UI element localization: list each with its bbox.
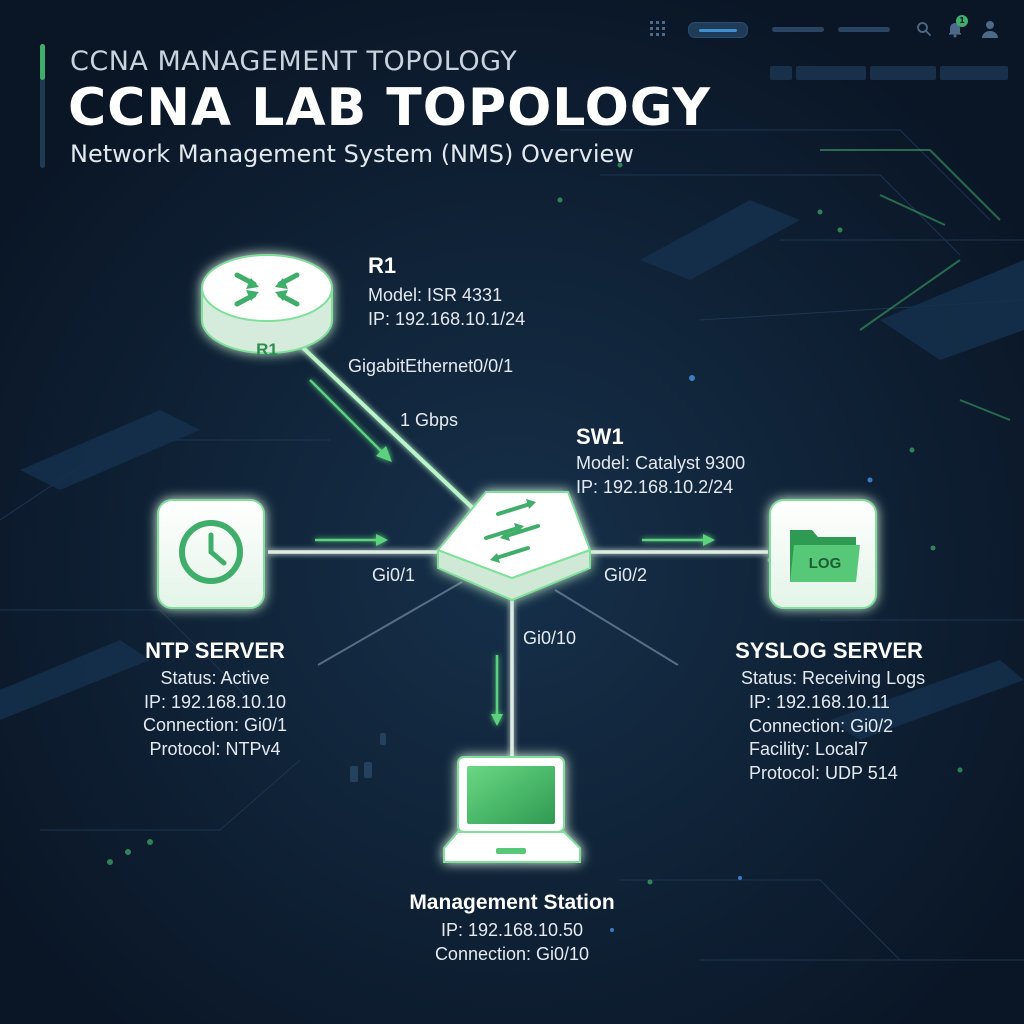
laptop-icon [443,756,581,863]
flow-arrow-head [376,534,388,546]
mgmt-station-details: IP: 192.168.10.50 Connection: Gi0/10 [362,919,662,966]
mgmt-station-connection: Connection: Gi0/10 [434,943,590,964]
page-title: CCNA LAB TOPOLOGY [68,78,711,138]
link-r1-speed-label: 1 Gbps [400,410,459,430]
syslog-server-protocol: Protocol: UDP 514 [749,762,898,783]
flow-arrow-shaft [309,379,386,456]
search-icon[interactable] [916,21,932,37]
sw1-model: Model: Catalyst 9300 [576,453,746,473]
ntp-server-details: Status: Active IP: 192.168.10.10 Connect… [115,667,315,761]
spoke-line [317,581,463,666]
link-mgmt-interface-label: Gi0/10 [523,628,577,648]
nav-pill-active[interactable] [688,22,748,38]
router-r1-icon [201,254,333,354]
sw1-ip: IP: 192.168.10.2/24 [576,477,734,497]
toolbar-button[interactable] [870,66,936,80]
notification-badge: 1 [956,15,968,27]
sw1-name: SW1 [576,424,624,449]
grid-icon[interactable] [650,21,666,37]
syslog-server-facility: Facility: Local7 [749,739,869,759]
flow-arrow-head [376,446,392,462]
r1-name: R1 [368,253,397,278]
link-ntp-interface-label: Gi0/1 [372,565,416,585]
syslog-server-ip: IP: 192.168.10.11 [749,692,890,712]
switch-arrows-icon [484,499,540,563]
mgmt-station-ip: IP: 192.168.10.50 [440,920,584,940]
syslog-server-name: SYSLOG SERVER [735,638,923,663]
page-kicker: CCNA MANAGEMENT TOPOLOGY [70,46,518,77]
link-sw1-mgmt [491,600,514,760]
folder-icon-label: LOG [809,555,842,572]
page-subtitle: Network Management System (NMS) Overview [70,140,634,168]
link-r1-sw1 [298,343,482,517]
ntp-server-connection: Connection: Gi0/1 [142,715,288,735]
spoke-line [554,589,679,666]
clock-icon [179,520,243,584]
router-arrows-icon [234,272,300,307]
ntp-server-name: NTP SERVER [145,638,285,663]
spoke-lines [317,581,679,666]
title-accent-bar [40,44,45,168]
link-syslog-interface-label: Gi0/2 [604,565,648,585]
link-sw1-syslog [590,534,768,554]
syslog-server-details: IP: 192.168.10.11 Connection: Gi0/2 Faci… [749,691,898,785]
link-r1-interface-label: GigabitEthernet0/0/1 [348,356,514,376]
title-accent-highlight [40,44,45,80]
nav-pill[interactable] [838,27,890,32]
folder-icon [790,530,860,582]
toolbar [770,66,1008,80]
r1-ip: IP: 192.168.10.1/24 [368,309,526,329]
ntp-server-protocol: Protocol: NTPv4 [149,738,281,759]
toolbar-button[interactable] [796,66,866,80]
user-icon[interactable] [982,20,998,38]
mgmt-station-name: Management Station [409,891,615,914]
syslog-server-status: Status: Receiving Logs [741,668,926,688]
syslog-server-connection: Connection: Gi0/2 [749,715,894,736]
ntp-server-status: Status: Active [160,668,270,688]
r1-model: Model: ISR 4331 [368,285,503,305]
nav-pill[interactable] [772,27,824,32]
toolbar-button[interactable] [940,66,1008,80]
flow-arrow-head [491,714,503,726]
toolbar-button[interactable] [770,66,792,80]
link-ntp-sw1 [268,534,440,554]
ntp-server-ip: IP: 192.168.10.10 [143,691,287,712]
flow-arrow-head [703,534,715,546]
router-icon-label: R1 [256,340,278,359]
